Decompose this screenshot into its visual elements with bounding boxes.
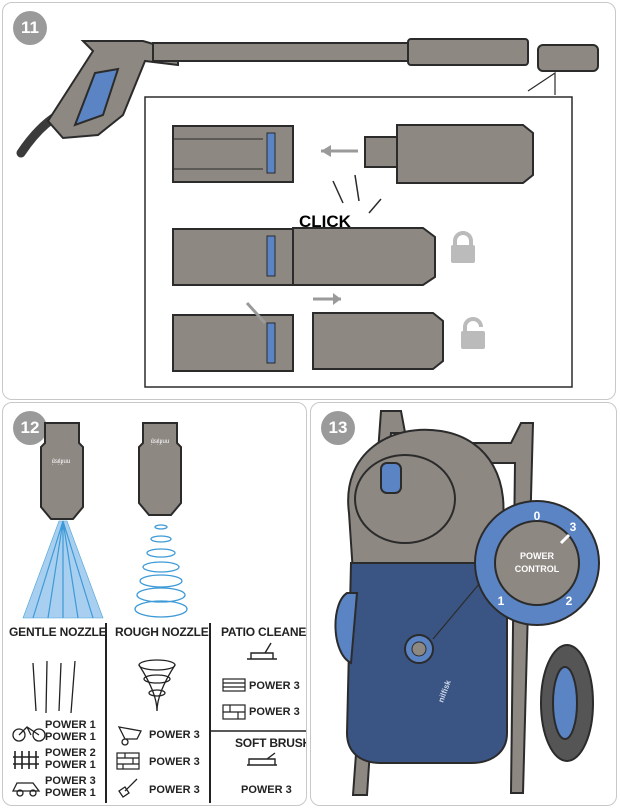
patio-cleaner-title: PATIO CLEANER [221,625,307,639]
bicycle-icon [12,726,46,742]
locked-padlock-icon [451,231,475,263]
gentle-row-2-line-2: POWER 1 [45,759,96,771]
gentle-nozzle [40,422,84,520]
step-12-panel: 12 ᴉʇsᴉlɟᴉuu ᴉʇsᴉlɟᴉuu GENTLE NOZZLE ROU… [2,402,307,806]
hose-reel [354,454,456,544]
wheelbarrow-icon [117,726,142,746]
step-13-panel: 13 nilfisk POWER CONTROL 0 1 2 3 [310,402,617,806]
rough-row-3-label: POWER 3 [149,784,200,796]
detail-row-click: CLICK [172,174,475,286]
step-number-11: 11 [13,11,47,45]
dial-mark-0: 0 [534,509,541,523]
paving-icon [222,704,246,720]
rotating-spray [134,524,188,618]
gentle-nozzle-title: GENTLE NOZZLE [9,625,107,639]
gun-trigger [73,67,120,127]
pressure-washer-illustration: nilfisk POWER CONTROL 0 1 2 3 [334,410,600,796]
lance-end [407,38,529,66]
patio-cleaner-icon [247,642,277,660]
machine-body [345,562,508,764]
column-divider [105,623,107,803]
brick-wall-icon [116,752,140,770]
gentle-row-2-line-1: POWER 2 [45,747,96,759]
rough-row-1-label: POWER 3 [149,729,200,741]
patio-row-1-label: POWER 3 [249,680,300,692]
lance-assembly-illustration: CLICK [16,38,599,388]
step-number-12: 12 [13,411,47,445]
step-number-13: 13 [321,411,355,445]
rough-nozzle [138,422,182,516]
column-divider [209,623,211,803]
rough-row-2-label: POWER 3 [149,756,200,768]
rotating-cone-icon [138,659,176,712]
gentle-row-3-line-1: POWER 3 [45,775,96,787]
power-control-line-2: CONTROL [515,564,560,574]
dial-mark-2: 2 [566,594,573,608]
car-icon [11,782,41,797]
gentle-row-1-line-2: POWER 1 [45,731,96,743]
step-11-panel: 11 CLICK [2,2,616,400]
gentle-nozzle-brand: ᴉʇsᴉlɟᴉuu [52,459,70,465]
gentle-row-1-line-1: POWER 1 [45,719,96,731]
soft-brush-title: SOFT BRUSH [235,736,307,750]
nozzle-spray-illustration: ᴉʇsᴉlɟᴉuu ᴉʇsᴉlɟᴉuu [22,422,188,619]
dial-mark-1: 1 [498,594,505,608]
gentle-row-3-line-2: POWER 1 [45,787,96,799]
nozzle-small [537,44,599,72]
fan-lines-icon [32,660,76,714]
dial-indicator [559,533,571,545]
shovel-icon [118,778,138,798]
detail-row-insert [172,124,534,184]
lance-tube [152,42,414,62]
brush-icon [247,752,277,766]
power-control-line-1: POWER [520,551,555,561]
soft-brush-row-1-label: POWER 3 [241,784,292,796]
dial-mark-3: 3 [570,520,577,534]
rough-nozzle-title: ROUGH NOZZLE [115,625,209,639]
patio-row-2-label: POWER 3 [249,706,300,718]
rough-nozzle-brand: ᴉʇsᴉlɟᴉuu [151,439,169,445]
decking-icon [222,678,246,692]
fence-icon [13,751,39,769]
click-label: CLICK [299,212,352,231]
reel-handle [380,462,402,494]
unlocked-padlock-icon [461,317,485,349]
detail-row-release [172,293,485,372]
